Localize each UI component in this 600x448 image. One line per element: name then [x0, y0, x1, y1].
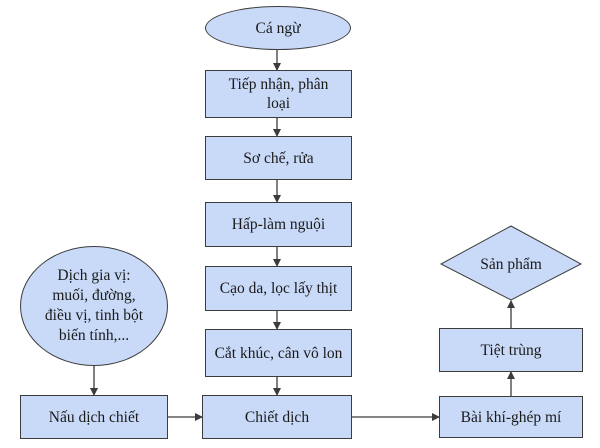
node-sterilize-label: Tiệt trùng [480, 341, 542, 359]
product-diamond [439, 225, 583, 301]
node-start: Cá ngừ [205, 6, 351, 50]
node-spice-label: Dịch gia vị: muối, đường, điều vị, tinh … [44, 267, 144, 344]
node-cook: Nấu dịch chiết [20, 395, 168, 439]
node-cut: Cắt khúc, cân vô lon [205, 329, 352, 377]
node-cut-label: Cắt khúc, cân vô lon [214, 344, 343, 362]
node-spice: Dịch gia vị: muối, đường, điều vị, tinh … [20, 246, 168, 366]
node-preprocess: Sơ chế, rửa [205, 136, 352, 180]
node-receive-label: Tiếp nhận, phân loại [228, 76, 329, 112]
node-start-label: Cá ngừ [255, 19, 301, 37]
node-seal-label: Bài khí-ghép mí [460, 408, 562, 426]
node-sterilize: Tiệt trùng [439, 328, 583, 372]
node-preprocess-label: Sơ chế, rửa [243, 149, 314, 167]
node-receive: Tiếp nhận, phân loại [205, 70, 352, 118]
node-steam: Hấp-làm nguội [205, 202, 352, 247]
node-steam-label: Hấp-làm nguội [231, 216, 326, 233]
node-product-label: Sản phẩm [480, 255, 542, 273]
node-skin: Cạo da, lọc lấy thịt [205, 266, 352, 311]
node-skin-label: Cạo da, lọc lấy thịt [219, 280, 338, 297]
node-fill: Chiết dịch [202, 395, 352, 439]
node-cook-label: Nấu dịch chiết [48, 408, 140, 426]
node-seal: Bài khí-ghép mí [439, 396, 583, 438]
node-product: Sản phẩm [476, 240, 546, 288]
node-fill-label: Chiết dịch [244, 408, 310, 426]
